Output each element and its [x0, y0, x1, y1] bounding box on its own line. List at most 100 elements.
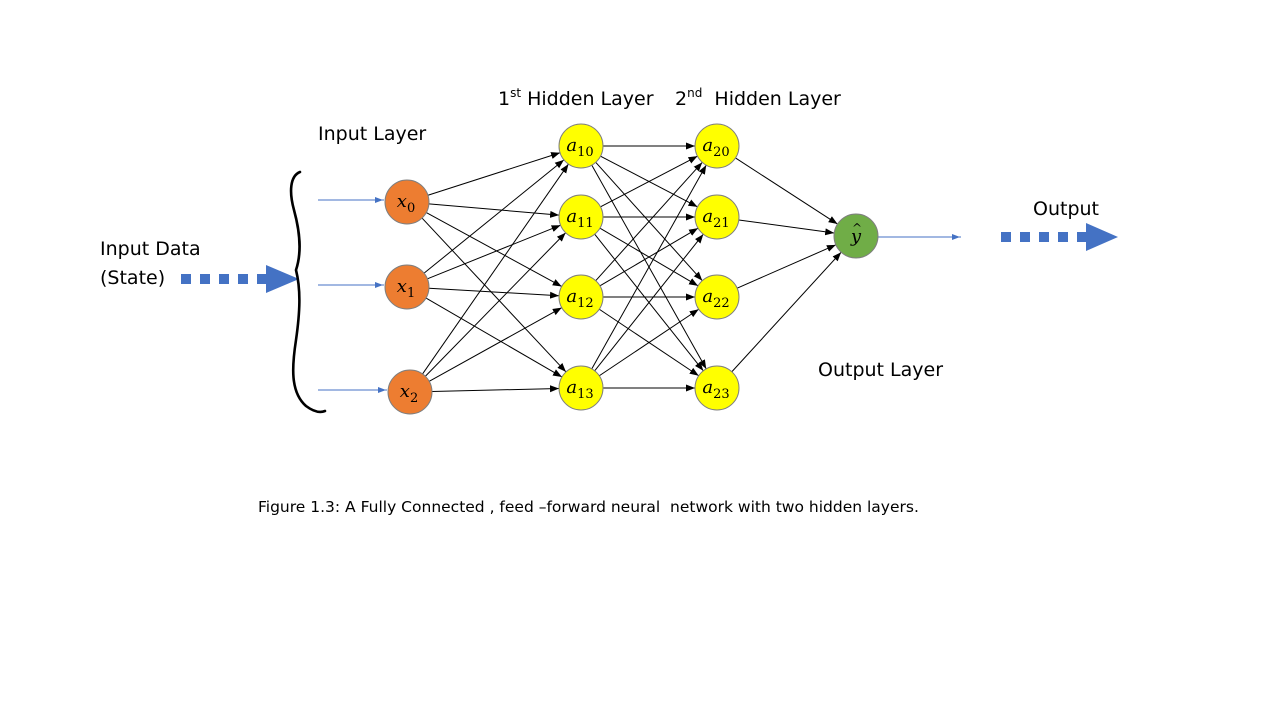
- input-node-x1-circle: [384, 264, 430, 310]
- edge-a11-a20: [600, 155, 698, 208]
- hidden-node-a13-circle: [558, 365, 604, 411]
- edge-a13-a21: [594, 233, 704, 372]
- hidden-node-a12-label-base: a: [566, 286, 577, 307]
- edge-x1-a11: [427, 224, 561, 280]
- hidden-node-a11-label-subscript: 11: [577, 216, 594, 231]
- edge-x1-a13: [425, 297, 563, 378]
- input-node-x2-label: x2: [400, 381, 418, 406]
- output-data-arrow-head: [1086, 223, 1118, 251]
- edge-x2-a12: [428, 307, 563, 382]
- hidden-node-a20-circle: [694, 123, 740, 169]
- input-brace: [289, 170, 327, 414]
- input-node-x0-label: x0: [397, 191, 415, 216]
- input-node-x1-label-base: x: [397, 276, 407, 297]
- edge-x1-a10: [423, 159, 565, 274]
- hidden-node-a12-circle: [558, 274, 604, 320]
- hidden-node-a20-label: a20: [702, 135, 729, 160]
- hidden-layer-2-superscript: nd: [687, 86, 702, 100]
- hidden-node-a22-circle: [694, 274, 740, 320]
- edge-a23-y: [731, 251, 842, 373]
- input-node-x2-label-base: x: [400, 381, 410, 402]
- hidden-node-a12: a12: [558, 274, 604, 320]
- input-layer-label: Input Layer: [318, 123, 426, 145]
- hidden-node-a21: a21: [694, 194, 740, 240]
- hidden-node-a20: a20: [694, 123, 740, 169]
- edge-a13-a22: [599, 308, 699, 377]
- hidden-node-a22-label: a22: [702, 286, 729, 311]
- input-data-label-line1: Input Data: [100, 238, 201, 260]
- hidden-node-a21-label: a21: [702, 206, 729, 231]
- output-node-y: y^: [833, 213, 879, 259]
- input-node-x2: x2: [387, 369, 433, 415]
- edge-a13-a20: [591, 164, 707, 370]
- edge-a12-a20: [595, 162, 703, 281]
- hidden-node-a13-label-subscript: 13: [577, 387, 594, 402]
- hidden-node-a13: a13: [558, 365, 604, 411]
- hidden-node-a12-label-subscript: 12: [577, 296, 594, 311]
- input-data-arrow: [181, 265, 299, 293]
- output-node-y-hat: ^: [852, 221, 862, 235]
- hidden-node-a11-circle: [558, 194, 604, 240]
- hidden-node-a20-label-base: a: [702, 135, 713, 156]
- edge-x0-a12: [426, 212, 562, 287]
- input-node-x1-label-subscript: 1: [407, 286, 415, 301]
- hidden-node-a23-label-subscript: 23: [713, 387, 730, 402]
- input-node-x1: x1: [384, 264, 430, 310]
- edge-a20-y: [735, 157, 838, 225]
- hidden-node-a10-label: a10: [566, 135, 593, 160]
- edge-x2-a11: [425, 232, 566, 377]
- input-node-x2-circle: [387, 369, 433, 415]
- hidden-node-a11-label-base: a: [566, 206, 577, 227]
- hidden-layer-1-number: 1: [498, 88, 510, 110]
- hidden-node-a20-label-subscript: 20: [713, 145, 730, 160]
- edge-a12-a21: [599, 227, 699, 287]
- figure-caption: Figure 1.3: A Fully Connected , feed –fo…: [258, 498, 919, 516]
- input-node-x0-circle: [384, 179, 430, 225]
- network-edges: [318, 142, 961, 393]
- edge-a22-y: [736, 244, 837, 289]
- hidden-layer-1-text: Hidden Layer: [521, 88, 654, 110]
- hidden-node-a12-label: a12: [566, 286, 593, 311]
- hidden-node-a10-label-base: a: [566, 135, 577, 156]
- output-layer-label: Output Layer: [818, 359, 943, 381]
- edge-x0-a11: [428, 203, 560, 218]
- hidden-node-a10: a10: [558, 123, 604, 169]
- hidden-node-a22: a22: [694, 274, 740, 320]
- hidden-layer-1-label: 1st Hidden Layer: [498, 86, 654, 110]
- input-node-x0-label-base: x: [397, 191, 407, 212]
- hidden-layer-1-superscript: st: [510, 86, 521, 100]
- input-node-x1-label: x1: [397, 276, 415, 301]
- hidden-node-a23: a23: [694, 365, 740, 411]
- hidden-node-a11: a11: [558, 194, 604, 240]
- hidden-node-a22-label-subscript: 22: [713, 296, 730, 311]
- edge-x0-a10: [427, 152, 561, 196]
- input-node-x0: x0: [384, 179, 430, 225]
- hidden-node-a13-label: a13: [566, 377, 593, 402]
- edge-a21-y: [738, 219, 835, 236]
- input-node-x2-label-subscript: 2: [410, 391, 418, 406]
- output-label: Output: [1033, 198, 1099, 220]
- edge-x2-a10: [422, 163, 569, 375]
- edge-x2-a13: [431, 385, 560, 393]
- hidden-layer-2-label: 2nd Hidden Layer: [675, 86, 841, 110]
- hidden-node-a10-circle: [558, 123, 604, 169]
- edge-x1-a12: [428, 287, 560, 299]
- hidden-node-a22-label-base: a: [702, 286, 713, 307]
- edge-x0-a13: [421, 217, 567, 373]
- hidden-node-a23-circle: [694, 365, 740, 411]
- hidden-node-a10-label-subscript: 10: [577, 145, 594, 160]
- input-data-arrow-head: [266, 265, 299, 293]
- input-data-label-line2: (State): [100, 267, 165, 289]
- hidden-node-a21-label-subscript: 21: [713, 216, 730, 231]
- hidden-node-a11-label: a11: [566, 206, 593, 231]
- output-node-y-circle: [833, 213, 879, 259]
- input-node-x0-label-subscript: 0: [407, 201, 415, 216]
- hidden-layer-2-text: Hidden Layer: [702, 88, 841, 110]
- hidden-node-a13-label-base: a: [566, 377, 577, 398]
- hidden-layer-2-number: 2: [675, 88, 687, 110]
- hidden-node-a21-label-base: a: [702, 206, 713, 227]
- hidden-node-a23-label-base: a: [702, 377, 713, 398]
- output-data-arrow: [1001, 223, 1118, 251]
